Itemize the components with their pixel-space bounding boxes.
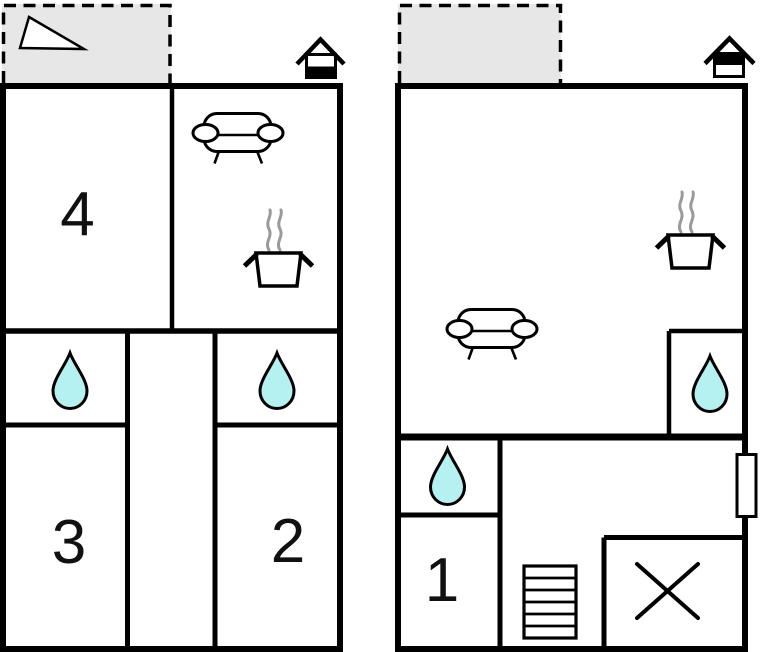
water-drop-icon xyxy=(51,348,89,411)
room-2-label: 2 xyxy=(270,507,306,576)
sofa-armrest xyxy=(256,123,285,143)
level-box-upper-fill xyxy=(713,52,745,65)
window-icon xyxy=(735,453,758,518)
room-1-label: 1 xyxy=(424,546,460,615)
terrace-fill xyxy=(398,4,561,83)
terrace-area-right xyxy=(397,3,563,83)
sofa-leg xyxy=(255,150,264,164)
steam-line xyxy=(688,190,695,234)
sofa-armrest xyxy=(191,123,220,143)
house-level-upper-icon xyxy=(703,35,756,78)
steam-line xyxy=(276,208,283,252)
pot-handle xyxy=(710,234,727,250)
sofa-leg xyxy=(509,346,518,360)
house-level-lower-icon xyxy=(295,36,346,79)
pot-handle xyxy=(654,234,671,250)
staircase-icon xyxy=(522,564,578,640)
pot-handle xyxy=(242,252,259,268)
pot-body xyxy=(666,233,715,270)
water-drop-icon xyxy=(258,348,296,411)
roof-line xyxy=(703,35,756,66)
sofa-leg xyxy=(467,346,475,360)
room-3-label: 3 xyxy=(51,508,87,577)
room-4-label: 4 xyxy=(60,180,95,249)
terrace-dashed-border xyxy=(397,3,563,83)
cooking-pot-icon xyxy=(654,190,727,270)
sofa-icon xyxy=(191,112,285,164)
interior-walls-left xyxy=(3,86,340,649)
steam-line xyxy=(677,190,684,234)
steam-line xyxy=(265,208,272,252)
x-line xyxy=(635,562,700,620)
water-drop-icon xyxy=(691,351,729,414)
cooking-pot-icon xyxy=(242,208,315,288)
sofa-armrest xyxy=(510,319,539,339)
interior-walls-right xyxy=(398,328,745,649)
terrace-area-left xyxy=(1,3,172,83)
level-box-lower-fill xyxy=(305,66,337,79)
sofa-armrest xyxy=(445,319,474,339)
sofa-leg xyxy=(213,150,221,164)
outer-wall-right-floor xyxy=(395,83,748,652)
left-floor-plan xyxy=(0,3,346,652)
roof-line xyxy=(295,36,346,66)
sofa-icon xyxy=(445,308,539,360)
void-x-icon xyxy=(635,562,700,620)
right-floor-plan xyxy=(395,3,758,652)
water-drop-icon xyxy=(428,444,467,507)
terrace-dashed-border xyxy=(1,3,172,83)
pot-body xyxy=(254,251,303,288)
slope-triangle-icon xyxy=(18,15,89,51)
pot-handle xyxy=(298,252,315,268)
